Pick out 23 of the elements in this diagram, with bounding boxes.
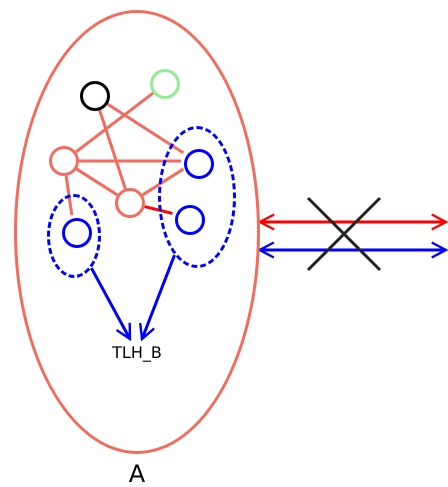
circle-node: [175, 205, 205, 235]
circle-node: [62, 218, 92, 248]
arrow: [90, 267, 132, 340]
dashed-ellipse: [158, 126, 236, 268]
circle-node: [150, 69, 180, 99]
connector-line: [98, 110, 127, 190]
connector-line: [75, 92, 154, 154]
double-arrow: [258, 213, 448, 231]
arrow: [138, 254, 176, 340]
dashed-ellipse: [47, 194, 101, 278]
double-arrow: [258, 241, 448, 259]
connector-line: [144, 205, 173, 215]
connector-line: [64, 176, 74, 216]
connector-line: [142, 168, 184, 196]
circle-node: [115, 188, 145, 218]
circle-node: [49, 146, 79, 176]
circle-node: [80, 81, 110, 111]
connector-line: [106, 102, 184, 154]
connector-line: [79, 160, 181, 162]
node-label: TLH_B: [102, 341, 172, 363]
ellipse-label: A: [128, 460, 146, 487]
circle-node: [184, 149, 214, 179]
connector-line: [76, 168, 118, 196]
